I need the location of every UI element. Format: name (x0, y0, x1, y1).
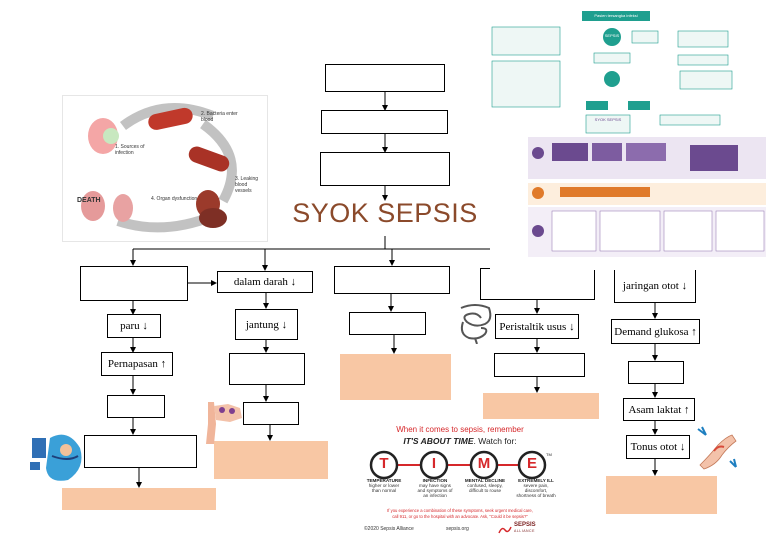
flow-syok-label: SYOK SEPSIS (594, 117, 622, 122)
flow-sepsis-label: SEPSIS (604, 33, 620, 38)
item-head: MENTAL DECLINE (464, 478, 506, 483)
item-head: INFECTION (422, 478, 448, 483)
hand-illustration (200, 398, 250, 446)
col3-peach-box (340, 354, 451, 400)
time-item-infection: INFECTION may have signs and symptoms of… (410, 478, 460, 498)
flowchart-art (491, 11, 766, 257)
time-headline-main: IT'S ABOUT TIME (403, 436, 474, 446)
time-footer-2: call 911, or go to the hospital with an … (392, 514, 528, 519)
top-box-1 (325, 64, 445, 92)
sepsis-flowchart: Pasien tersangka infeksi SEPSIS SYOK SEP… (490, 3, 767, 270)
letter-i: I (431, 455, 437, 472)
col4-box-3 (494, 353, 585, 377)
col2-box-4 (243, 402, 299, 425)
time-infographic: When it comes to sepsis, remember IT'S A… (356, 422, 564, 537)
col3-box-2 (349, 312, 426, 335)
sepsis-cycle-art (81, 103, 237, 233)
item-line: may have signs (419, 483, 451, 488)
time-footer-1: If you experience a combination of these… (387, 508, 533, 513)
flow-top-label: Pasien tersangka infeksi (594, 13, 638, 18)
breathing-art (30, 434, 82, 481)
diagram-title: SYOK SEPSIS (292, 198, 478, 228)
dalam-darah-box: dalam darah ↓ (217, 271, 313, 293)
col5-peach-box (606, 476, 717, 514)
intestine-icon (455, 300, 495, 345)
muscle-arm-art (697, 426, 737, 470)
time-item-temperature: TEMPERATURE higher or lower than normal (358, 478, 410, 493)
col5-box-3 (628, 361, 684, 384)
time-item-mental: MENTAL DECLINE confused, sleepy, difficu… (460, 478, 510, 493)
item-line: than normal (371, 488, 397, 493)
step3-label: 3. Leaking blood vessels (235, 176, 259, 194)
col2-box-3 (229, 353, 305, 385)
time-intro: When it comes to sepsis, remember (396, 425, 524, 434)
asam-laktat-box: Asam laktat ↑ (623, 398, 695, 421)
item-line: shortness of breath (516, 493, 556, 498)
muscle-arm-icon (696, 425, 740, 471)
step2-label: 2. Bacteria enter blood (201, 111, 238, 123)
item-line: discomfort, (524, 488, 548, 493)
letter-m: M (477, 455, 491, 472)
jantung-box: jantung ↓ (235, 309, 298, 340)
jaringan-otot-box: jaringan otot ↓ (614, 268, 696, 303)
time-copyright: ©2020 Sepsis Alliance (364, 526, 414, 532)
letter-t: T (379, 455, 389, 472)
item-line: severe pain, (523, 483, 549, 488)
death-label: DEATH (77, 197, 101, 204)
trademark: TM (546, 452, 552, 457)
logo-main: SEPSIS (514, 522, 536, 528)
demand-glukosa-box: Demand glukosa ↑ (611, 319, 700, 344)
col2-peach-box (214, 441, 328, 479)
sepsis-logo-icon (498, 526, 512, 534)
letter-e: E (526, 455, 537, 472)
paru-box: paru ↓ (107, 314, 161, 338)
pernapasan-box: Pernapasan ↑ (101, 352, 173, 376)
item-head: EXTREMELY ILL (518, 478, 554, 483)
logo-sub: ALLIANCE (514, 529, 535, 533)
step1-label: 1. Sources of infection (115, 144, 145, 156)
item-line: difficult to rouse (468, 488, 502, 493)
item-line: higher or lower (368, 483, 400, 488)
item-line: and symptoms of (417, 488, 453, 493)
sepsis-cycle-illustration: 1. Sources of infection 2. Bacteria ente… (62, 95, 268, 242)
intestine-art (460, 304, 492, 345)
tonus-otot-box: Tonus otot ↓ (626, 435, 690, 459)
time-headline-tail: . Watch for: (473, 436, 517, 446)
time-headline: IT'S ABOUT TIME. Watch for: (356, 436, 564, 446)
item-head: TEMPERATURE (366, 478, 402, 483)
step4-label: 4. Organ dysfunction (151, 196, 198, 202)
peristaltik-box: Peristaltik usus ↓ (495, 314, 579, 339)
col1-box-1 (80, 266, 188, 301)
col4-box-1 (480, 268, 595, 300)
item-line: confused, sleepy, (467, 483, 503, 488)
time-site: sepsis.org (446, 526, 469, 532)
col4-peach-box (483, 393, 599, 419)
item-line: an infection (423, 493, 447, 498)
time-letters-art (369, 450, 547, 480)
col1-box-4 (107, 395, 165, 418)
hand-art (206, 402, 242, 444)
top-box-3 (320, 152, 450, 186)
col1-box-5 (84, 435, 197, 468)
col1-peach-box (62, 488, 216, 510)
top-box-2 (321, 110, 448, 134)
breathing-illustration (28, 428, 88, 486)
time-item-extremely-ill: EXTREMELY ILL severe pain, discomfort, s… (510, 478, 562, 498)
col3-box-1 (334, 266, 450, 294)
